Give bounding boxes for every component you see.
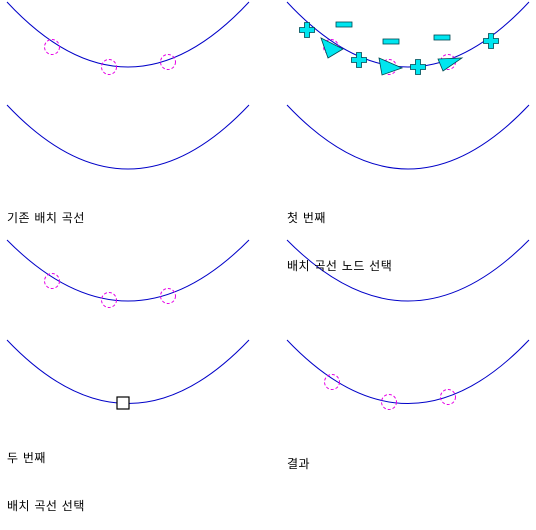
node-marker (101, 59, 117, 75)
node-marker (324, 374, 340, 390)
plus-grip-icon[interactable] (299, 22, 315, 38)
top-curve (6, 239, 250, 302)
node-marker (101, 292, 117, 308)
diagram-svg (6, 1, 530, 410)
node-marker (160, 54, 176, 70)
panel-original (6, 1, 250, 170)
minus-grip-icon[interactable] (382, 38, 400, 45)
triangle-grip-icon[interactable] (320, 37, 344, 59)
panel-first (286, 1, 530, 170)
bottom-curve (6, 339, 250, 404)
node-marker (160, 288, 176, 304)
bottom-curve (6, 104, 250, 170)
caption-result: 결과 (287, 424, 310, 488)
node-marker (44, 273, 60, 289)
caption-original: 기존 배치 곡선 (7, 178, 85, 242)
plus-grip-icon[interactable] (351, 52, 367, 68)
panel-result (286, 239, 530, 410)
node-marker (440, 389, 456, 405)
diagram-canvas (6, 1, 530, 410)
bottom-curve (286, 104, 530, 170)
node-marker (381, 394, 397, 410)
caption-line: 배치 곡선 노드 선택 (287, 259, 393, 273)
caption-line: 두 번째 (7, 451, 46, 465)
caption-second: 두 번째 배치 곡선 선택 (7, 418, 85, 530)
caption-line: 결과 (287, 457, 311, 471)
caption-line: 기존 배치 곡선 (7, 211, 85, 225)
caption-line: 배치 곡선 선택 (7, 499, 85, 513)
bottom-curve (286, 339, 530, 404)
node-marker (44, 39, 60, 55)
pick-box-icon[interactable] (116, 396, 130, 410)
triangle-grip-icon[interactable] (437, 57, 464, 72)
caption-first: 첫 번째 배치 곡선 노드 선택 (287, 178, 392, 290)
minus-grip-icon[interactable] (433, 34, 451, 41)
panel-second (6, 239, 250, 410)
caption-line: 첫 번째 (287, 211, 326, 225)
top-curve (286, 1, 530, 68)
top-curve (6, 1, 250, 68)
plus-grip-icon[interactable] (483, 33, 499, 49)
minus-grip-icon[interactable] (335, 21, 353, 28)
plus-grip-icon[interactable] (410, 59, 426, 75)
top-curve (286, 239, 530, 302)
triangle-grip-icon[interactable] (378, 57, 404, 76)
